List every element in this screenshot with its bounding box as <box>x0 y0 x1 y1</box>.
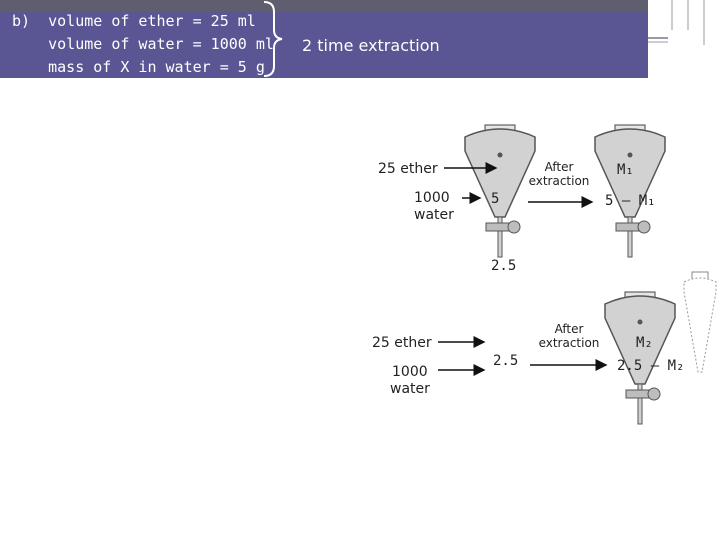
funnel-outline-partial <box>683 271 717 373</box>
step2-after-label: After <box>554 322 584 336</box>
decorative-corner <box>648 0 720 50</box>
step2-water-mass: 2.5 – M₂ <box>617 358 685 374</box>
step1-water-mass: 5 – M₁ <box>605 193 656 209</box>
step2-ether-mass: M₂ <box>636 335 653 351</box>
step2-initial-mass: 2.5 <box>493 353 519 369</box>
step1-carry-over: 2.5 <box>491 258 517 274</box>
given-ether-volume: b) volume of ether = 25 ml <box>12 12 256 30</box>
given-mass-x: mass of X in water = 5 g <box>12 58 265 76</box>
step1-extraction-label: extraction <box>528 174 590 188</box>
step1-water-label-1: 1000 <box>414 190 450 206</box>
step1-after-label: After <box>544 160 574 174</box>
top-strip <box>0 0 720 12</box>
step1-ether-mass: M₁ <box>617 162 634 178</box>
given-water-volume: volume of water = 1000 ml <box>12 35 274 53</box>
step2-extraction-label: extraction <box>538 336 600 350</box>
step1-initial-mass: 5 <box>491 191 500 207</box>
separatory-funnel-1 <box>464 124 536 258</box>
step1-ether-label: 25 ether <box>378 161 438 177</box>
step2-ether-label: 25 ether <box>372 335 432 351</box>
separatory-funnel-3 <box>604 291 676 425</box>
right-brace <box>263 1 283 77</box>
separatory-funnel-2 <box>594 124 666 258</box>
header-banner <box>0 12 648 78</box>
step2-water-label-1: 1000 <box>392 364 428 380</box>
step1-water-label-2: water <box>414 207 454 223</box>
method-label: 2 time extraction <box>302 36 440 55</box>
step2-water-label-2: water <box>390 381 430 397</box>
